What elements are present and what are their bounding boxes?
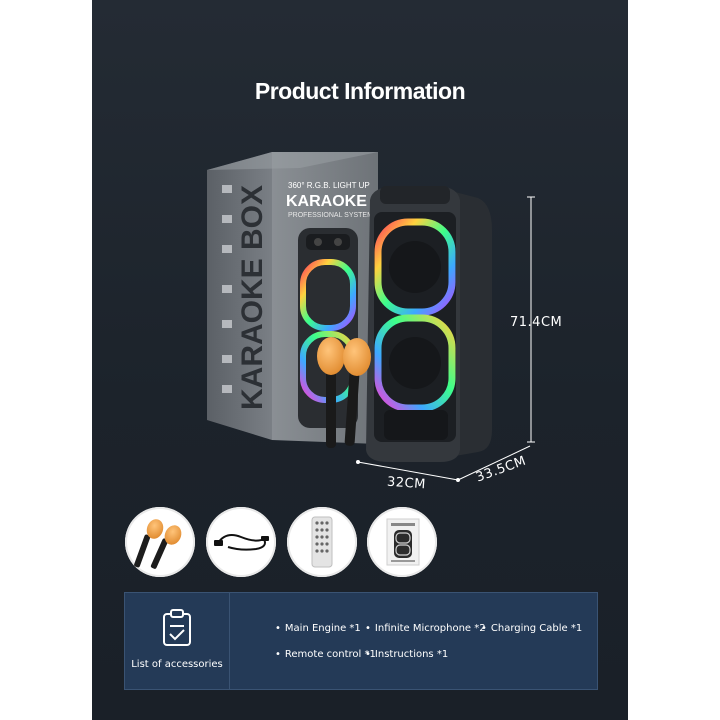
accessory-item: •Infinite Microphone *2 <box>365 623 486 634</box>
accessory-instructions <box>367 507 437 577</box>
dimension-lines <box>356 196 535 482</box>
microphones <box>317 337 371 448</box>
speaker-side <box>455 192 492 456</box>
karaoke-speaker <box>366 186 492 462</box>
speaker-base <box>384 410 448 440</box>
accessory-microphones <box>125 507 195 577</box>
woofer-bottom <box>389 337 441 389</box>
woofer-top <box>389 241 441 293</box>
box-side-label: KARAOKE BOX <box>236 185 269 410</box>
accessory-item: •Main Engine *1 <box>275 623 361 634</box>
mic-1-handle <box>326 366 336 448</box>
accessory-item: •Remote control *1 <box>275 649 376 660</box>
box-side-features <box>222 185 232 393</box>
accessory-item-label: Charging Cable *1 <box>490 623 583 634</box>
mic-2-handle <box>344 365 360 446</box>
speaker-handle <box>380 186 450 204</box>
accessory-item-label: Instructions *1 <box>374 649 449 660</box>
accessory-charging-cable <box>206 507 276 577</box>
width-dimension: 32CM <box>386 474 427 493</box>
box-subtitle: PROFESSIONAL SYSTEM <box>288 212 373 219</box>
accessory-item-label: Main Engine *1 <box>284 623 361 634</box>
height-dimension: 71.4CM <box>510 315 563 330</box>
mic-2-foam <box>343 338 371 376</box>
speaker-ring-bottom <box>374 314 456 412</box>
accessory-remote-control <box>287 507 357 577</box>
box-side-panel <box>207 152 272 440</box>
box-top-edge <box>207 152 378 170</box>
clipboard-check-icon <box>163 609 191 646</box>
accessory-item: •Instructions *1 <box>365 649 449 660</box>
accessory-item-label: Infinite Microphone *2 <box>374 623 486 634</box>
accessories-header: List of accessories <box>125 593 230 689</box>
speaker-ring-top <box>374 218 456 316</box>
accessories-label: List of accessories <box>131 659 223 670</box>
accessory-item: •Charging Cable *1 <box>481 623 583 634</box>
mic-1-foam <box>317 337 345 375</box>
box-tagline: 360° R.G.B. LIGHT UP <box>288 181 370 190</box>
accessories-panel: List of accessories •Main Engine *1 •Inf… <box>124 592 598 690</box>
page-title: Product Information <box>254 78 466 104</box>
accessory-item-label: Remote control *1 <box>284 649 376 660</box>
